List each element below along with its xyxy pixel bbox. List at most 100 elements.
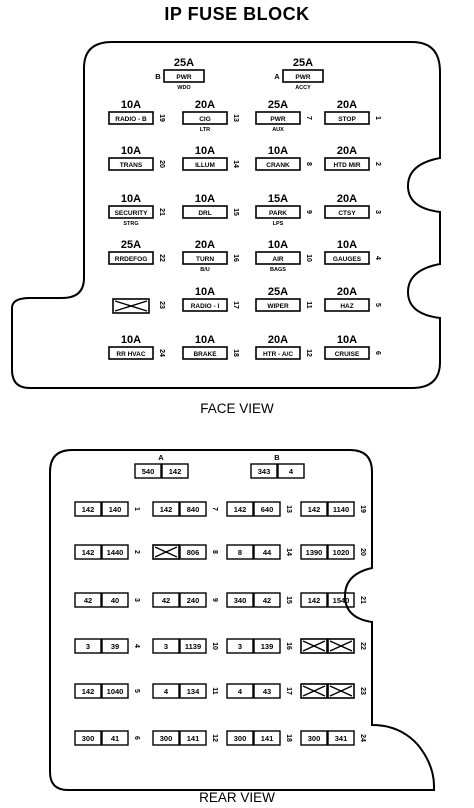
circuit-box bbox=[101, 683, 129, 699]
fuse-slot bbox=[182, 346, 228, 360]
fuse-label: HTD MIR bbox=[333, 162, 360, 169]
fuse-label: CRUISE bbox=[335, 351, 360, 358]
fuse-label: ILLUM bbox=[195, 162, 215, 169]
circuit-box bbox=[101, 638, 129, 654]
circuit-box bbox=[226, 592, 254, 608]
fuse-slot bbox=[108, 346, 154, 360]
fuse-position: B bbox=[155, 72, 161, 81]
fuse-number: 17 bbox=[232, 301, 239, 309]
fuse-number: 22 bbox=[158, 254, 165, 262]
fuse-amperage: 20A bbox=[195, 239, 215, 251]
cavity-number: 16 bbox=[285, 642, 292, 650]
circuit-box bbox=[277, 463, 305, 479]
fuse-number: 21 bbox=[158, 208, 165, 216]
fuse-number: 1 bbox=[374, 116, 381, 120]
circuit-number: 42 bbox=[84, 596, 92, 605]
circuit-number: 1390 bbox=[306, 548, 323, 557]
fuse-amperage: 10A bbox=[195, 286, 215, 298]
cavity-number: 4 bbox=[133, 644, 140, 648]
fuse-label: HTR - A/C bbox=[263, 351, 293, 358]
circuit-number: 1139 bbox=[185, 642, 201, 651]
fuse-amperage: 10A bbox=[121, 145, 141, 157]
fuse-sublabel: AUX bbox=[272, 127, 284, 133]
cavity-number: 17 bbox=[285, 687, 292, 695]
fuse-number: 20 bbox=[158, 160, 165, 168]
fuse-number: 24 bbox=[158, 349, 165, 357]
circuit-number: 1020 bbox=[333, 548, 350, 557]
fuse-sublabel: LTR bbox=[200, 127, 210, 133]
circuit-box bbox=[101, 730, 129, 746]
fuse-label: RRDEFOG bbox=[115, 256, 148, 263]
fuse-label: CRANK bbox=[266, 162, 290, 169]
cavity-number: 11 bbox=[211, 687, 218, 695]
fuse-number: 19 bbox=[158, 114, 165, 122]
face-block-outline bbox=[11, 41, 441, 389]
fuse-amperage: 10A bbox=[121, 334, 141, 346]
circuit-box bbox=[327, 730, 355, 746]
circuit-number: 343 bbox=[258, 467, 271, 476]
fuse-sublabel: STRG bbox=[123, 221, 138, 227]
circuit-box bbox=[300, 544, 328, 560]
circuit-number: 142 bbox=[160, 505, 173, 514]
circuit-number: 141 bbox=[261, 734, 274, 743]
circuit-box bbox=[327, 592, 355, 608]
fuse-slot bbox=[108, 205, 154, 219]
fuse-slot bbox=[182, 111, 228, 125]
fuse-label: PWR bbox=[176, 74, 191, 81]
fuse-slot bbox=[324, 205, 370, 219]
circuit-box bbox=[74, 730, 102, 746]
circuit-box bbox=[152, 730, 180, 746]
circuit-number: 142 bbox=[308, 596, 321, 605]
circuit-number: 142 bbox=[169, 467, 182, 476]
cavity-number: 6 bbox=[133, 736, 140, 740]
cavity-23: 23 bbox=[300, 683, 366, 699]
fuse-slot bbox=[255, 346, 301, 360]
cavity-22: 22 bbox=[300, 638, 366, 654]
fuse-slot bbox=[255, 251, 301, 265]
circuit-box bbox=[179, 638, 207, 654]
circuit-box bbox=[226, 730, 254, 746]
fuse-slot bbox=[108, 157, 154, 171]
face-view-label: FACE VIEW bbox=[200, 401, 274, 416]
fuse-label: PARK bbox=[269, 210, 287, 217]
empty-cavity bbox=[152, 544, 180, 560]
circuit-box bbox=[74, 638, 102, 654]
circuit-box bbox=[226, 638, 254, 654]
rear-block-outline bbox=[49, 449, 435, 791]
fuse-amperage: 25A bbox=[121, 239, 141, 251]
fuse-slot bbox=[163, 69, 205, 83]
circuit-number: 8 bbox=[238, 548, 242, 557]
circuit-number: 1140 bbox=[333, 505, 349, 514]
fuse-slot bbox=[182, 157, 228, 171]
fuse-slot bbox=[255, 157, 301, 171]
cavity-number: 10 bbox=[211, 642, 218, 650]
cavity-number: 2 bbox=[133, 550, 140, 554]
fuse-amperage: 20A bbox=[268, 334, 288, 346]
circuit-number: 41 bbox=[111, 734, 119, 743]
fuse-sublabel: LPS bbox=[273, 221, 284, 227]
circuit-number: 142 bbox=[234, 505, 247, 514]
circuit-number: 300 bbox=[82, 734, 95, 743]
fuse-label: RADIO - B bbox=[115, 116, 147, 123]
fuse-amperage: 10A bbox=[195, 145, 215, 157]
fuse-number: 23 bbox=[158, 301, 165, 309]
